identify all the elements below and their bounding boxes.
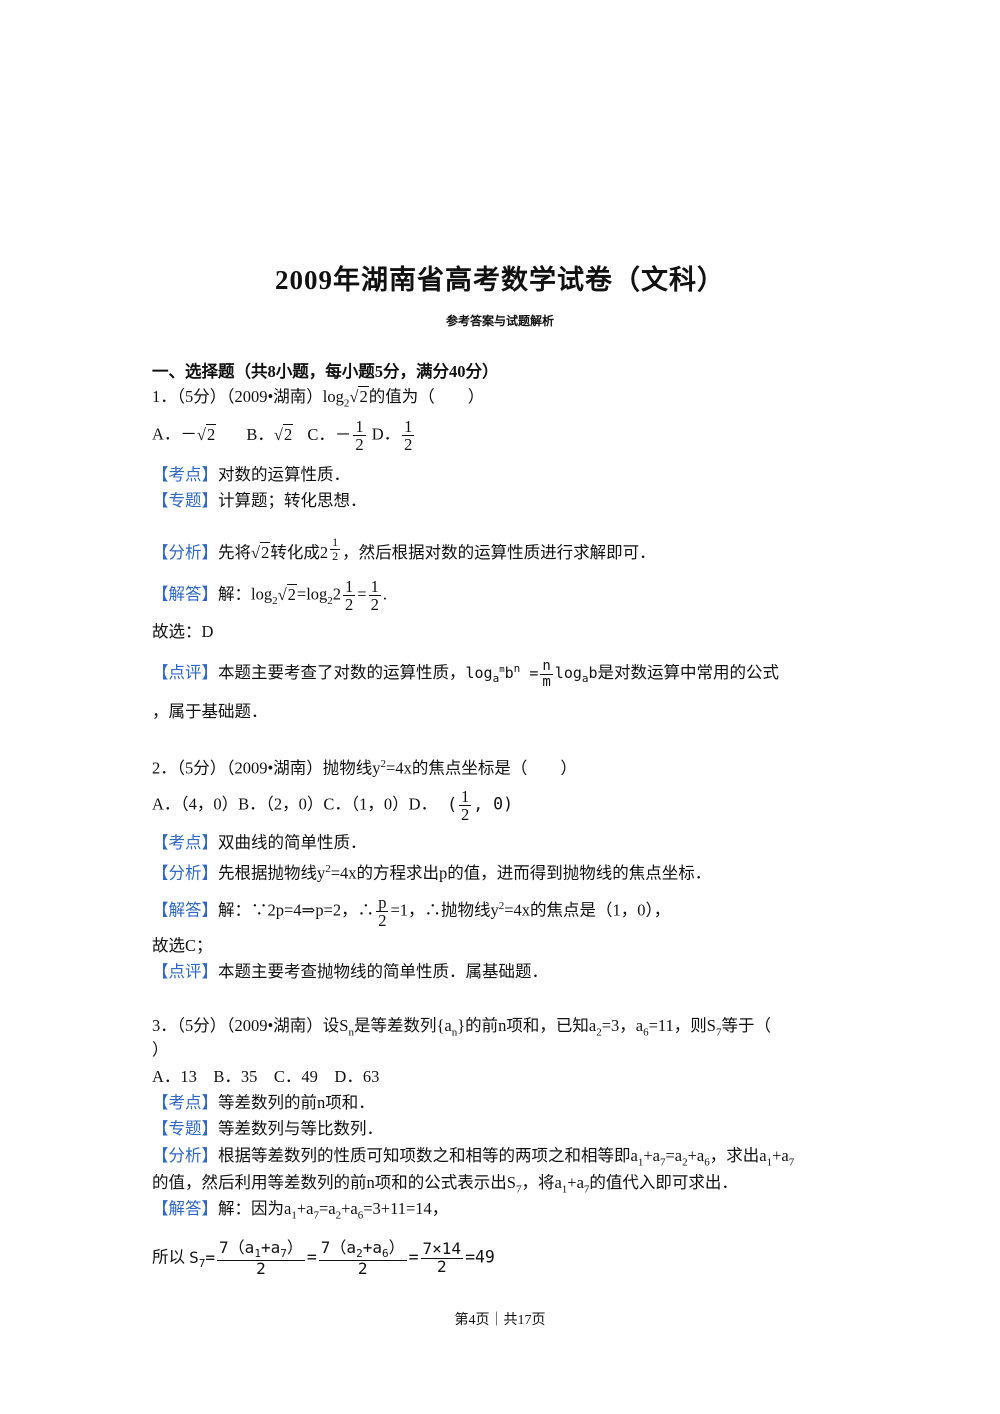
page-subtitle: 参考答案与试题解析 [445,314,554,328]
q1-kaodian: 【考点】对数的运算性质． [152,465,350,484]
q3-stem-cont: ） [152,1040,169,1059]
q3-fenxi: 【分析】根据等差数列的性质可知项数之和相等的两项之和相等即a1+a7=a2+a6… [152,1146,795,1169]
q3-fenxi-cont: 的值，然后利用等差数列的前n项和的公式表示出S7，将a1+a7的值代入即可求出． [152,1173,738,1196]
q2-xuan: 故选C； [152,936,213,955]
page-title: 2009年湖南省高考数学试卷（文科） [275,265,725,295]
page-footer: 第4页｜共17页 [454,1313,546,1328]
q1-zhuanti: 【专题】计算题；转化思想． [152,491,367,510]
q2-fenxi: 【分析】先根据抛物线y2=4x的方程求出p的值，进而得到抛物线的焦点坐标． [152,863,712,883]
q1-dianping-cont: ，属于基础题． [152,702,268,721]
q3-stem: 3．（5分）（2009•湖南）设Sn是等差数列{an}的前n项和，已知a2=3，… [152,1016,771,1039]
q3-zhuanti: 【专题】等差数列与等比数列． [152,1119,383,1138]
q1-xuan: 故选：D [152,622,214,641]
section-heading: 一、选择题（共8小题，每小题5分，满分40分） [152,362,499,381]
q2-kaodian: 【考点】双曲线的简单性质． [152,833,367,852]
q1-stem: 1．（5分）（2009•湖南）log2√2的值为（ ） [152,386,485,410]
q3-jieda: 【解答】解：因为a1+a7=a2+a6=3+11=14， [152,1199,449,1222]
q2-stem: 2．（5分）（2009•湖南）抛物线y2=4x的焦点坐标是（ ） [152,758,577,778]
q3-options: A．13 B．35 C．49 D．63 [152,1067,380,1086]
sqrt-symbol: √2 [349,386,369,406]
q3-kaodian: 【考点】等差数列的前n项和． [152,1093,375,1112]
q2-dianping: 【点评】本题主要考查抛物线的简单性质．属基础题． [152,962,548,981]
